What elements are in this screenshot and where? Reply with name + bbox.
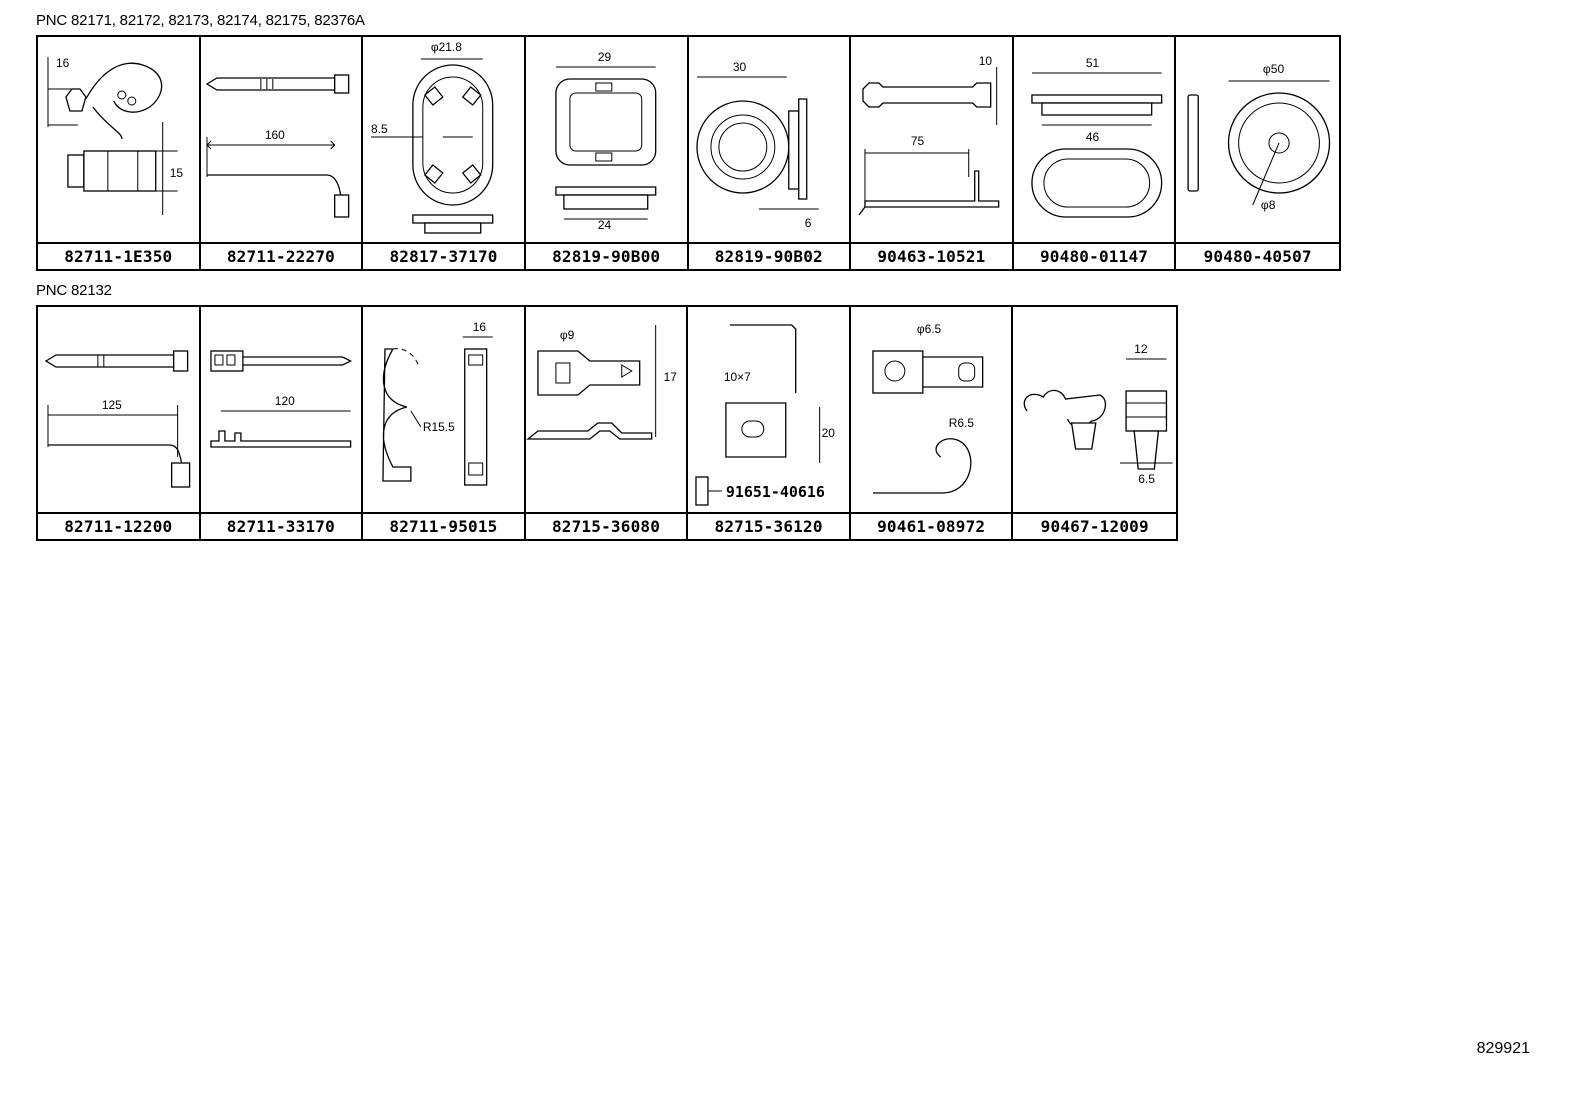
part-number[interactable]: 90480-40507 [1176, 242, 1339, 269]
part-cell[interactable]: 10 75 90463-10521 [851, 37, 1014, 269]
group-title-1: PNC 82171, 82172, 82173, 82174, 82175, 8… [36, 12, 365, 29]
dim-label: 120 [274, 394, 294, 408]
part-cell[interactable]: 29 24 82819-90B00 [525, 37, 689, 269]
part-drawing: 160 [201, 37, 362, 242]
part-drawing: φ21.8 8.5 [363, 37, 524, 242]
dim-label: φ50 [1263, 62, 1285, 76]
dim-label: 20 [822, 426, 836, 440]
dim-label: 6.5 [1139, 472, 1156, 486]
part-number[interactable]: 82819-90B02 [688, 242, 850, 269]
part-number[interactable]: 82715-36080 [525, 512, 687, 539]
part-number[interactable]: 82819-90B00 [525, 242, 687, 269]
dim-label: φ6.5 [917, 322, 942, 336]
part-cell[interactable]: 12 6.5 90467-12009 [1013, 307, 1177, 539]
part-cell[interactable]: 51 46 90480-01147 [1013, 37, 1177, 269]
dim-label: 17 [663, 370, 677, 384]
part-drawing: φ9 17 [525, 307, 687, 512]
part-cell[interactable]: 30 6 82819-90B02 [688, 37, 852, 269]
dim-label: 12 [1135, 342, 1149, 356]
group-title-2: PNC 82132 [36, 282, 112, 299]
dim-label: R6.5 [949, 416, 975, 430]
part-drawing: 10 75 [851, 37, 1012, 242]
part-drawing: 125 [38, 307, 199, 512]
part-drawing: 16 15 [38, 37, 199, 242]
part-cell[interactable]: 16 R15.5 82711-95015 [363, 307, 526, 539]
dim-label: 51 [1086, 56, 1100, 70]
part-cell[interactable]: 160 82711-22270 [200, 37, 364, 269]
part-cell[interactable]: φ9 17 82715-36080 [525, 307, 689, 539]
part-number[interactable]: 82711-22270 [200, 242, 362, 269]
part-drawing: 29 24 [526, 37, 687, 242]
part-number[interactable]: 82711-95015 [363, 512, 524, 539]
part-drawing: 51 46 [1014, 37, 1175, 242]
dim-label: 15 [170, 166, 184, 180]
dim-label: 10×7 [724, 370, 751, 384]
part-cell[interactable]: 10×7 20 91651-40616 82715-36120 [688, 307, 851, 539]
dim-label: 46 [1086, 130, 1100, 144]
part-cell[interactable]: 120 82711-33170 [200, 307, 364, 539]
part-drawing: 12 6.5 [1013, 307, 1176, 512]
dim-label: 160 [264, 128, 284, 142]
dim-label: 8.5 [371, 122, 388, 136]
part-drawing: 30 6 [689, 37, 850, 242]
diagram-id: 829921 [1476, 1040, 1530, 1057]
dim-label: φ21.8 [431, 40, 462, 54]
dim-label: 16 [473, 320, 487, 334]
dim-label: φ8 [1261, 198, 1276, 212]
dim-label: φ9 [560, 328, 575, 342]
part-cell[interactable]: φ21.8 8.5 82817-37170 [363, 37, 526, 269]
dim-label: 29 [598, 50, 612, 64]
dim-label: 10 [979, 54, 993, 68]
part-number[interactable]: 82817-37170 [363, 242, 524, 269]
part-cell[interactable]: 16 15 82711-1E350 [38, 37, 201, 269]
dim-label: R15.5 [423, 420, 455, 434]
part-cell[interactable]: 125 82711-12200 [38, 307, 201, 539]
part-drawing: 16 R15.5 [363, 307, 524, 512]
dim-label: 30 [732, 60, 746, 74]
part-cell[interactable]: φ50 φ8 90480-40507 [1176, 37, 1339, 269]
part-number[interactable]: 82715-36120 [688, 512, 849, 539]
part-number[interactable]: 82711-33170 [200, 512, 362, 539]
dim-label: 24 [598, 218, 612, 232]
part-drawing: φ50 φ8 [1176, 37, 1339, 242]
part-drawing: φ6.5 R6.5 [851, 307, 1012, 512]
part-number[interactable]: 90480-01147 [1013, 242, 1175, 269]
dim-label: 75 [911, 134, 925, 148]
part-number[interactable]: 82711-12200 [38, 512, 199, 539]
parts-row-2: 125 82711-12200 120 82711-33170 [36, 305, 1178, 541]
part-cell[interactable]: φ6.5 R6.5 90461-08972 [850, 307, 1014, 539]
part-drawing: 120 [201, 307, 362, 512]
part-number[interactable]: 82711-1E350 [38, 242, 199, 269]
parts-row-1: 16 15 82711-1E350 [36, 35, 1341, 271]
dim-label: 6 [804, 216, 811, 230]
part-drawing: 10×7 20 91651-40616 [688, 307, 849, 512]
part-number[interactable]: 90461-08972 [850, 512, 1012, 539]
part-number[interactable]: 90467-12009 [1013, 512, 1177, 539]
bolt-part-number: 91651-40616 [726, 483, 825, 501]
dim-label: 125 [102, 398, 122, 412]
part-number[interactable]: 90463-10521 [851, 242, 1012, 269]
dim-label: 16 [56, 56, 70, 70]
